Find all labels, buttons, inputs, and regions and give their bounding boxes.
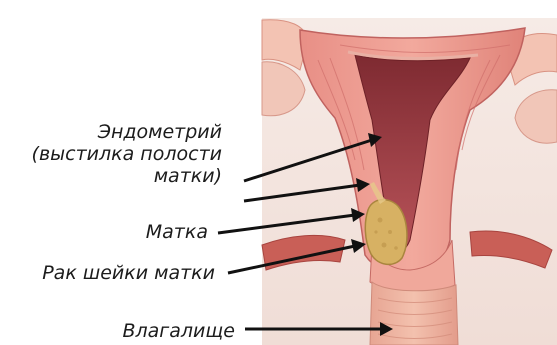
cervical-cancer-label: Рак шейки матки [42, 262, 215, 284]
endometrium-label: Эндометрий (выстилка полости матки) [32, 121, 222, 187]
vagina-label: Влагалище [122, 320, 235, 342]
endometrium-label-line3: матки) [32, 165, 222, 187]
uterus-label: Матка [146, 221, 208, 243]
endometrium-label-line1: Эндометрий [32, 121, 222, 143]
tumor-mass [365, 200, 407, 265]
endometrium-label-line2: (выстилка полости [32, 143, 222, 165]
